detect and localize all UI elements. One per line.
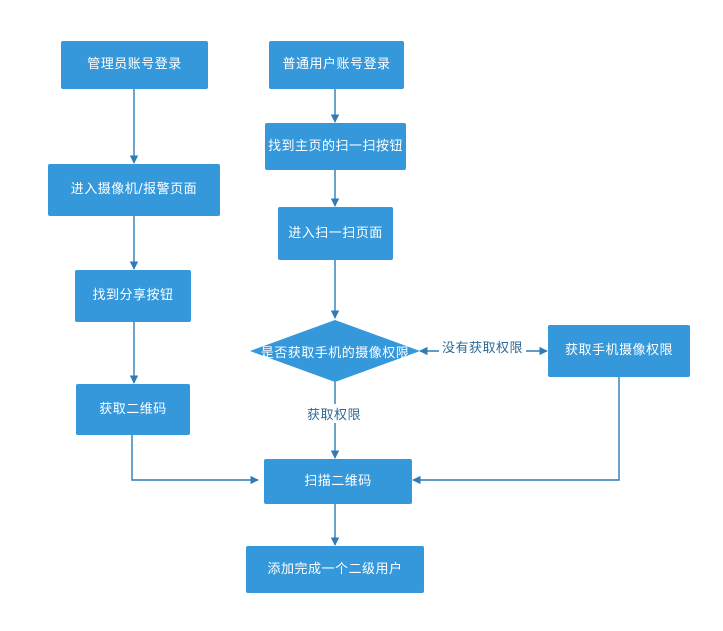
node-admin-login[interactable]: 管理员账号登录 [61, 41, 208, 89]
node-scan-qr-code-label: 扫描二维码 [304, 473, 372, 489]
node-get-qr-code-label: 获取二维码 [99, 401, 167, 417]
node-find-share-button-label: 找到分享按钮 [92, 288, 174, 304]
node-camera-alarm-page-label: 进入摄像机/报警页面 [70, 182, 198, 198]
node-grant-permission[interactable]: 获取手机摄像权限 [548, 325, 690, 377]
node-scan-qr-code[interactable]: 扫描二维码 [264, 459, 412, 504]
node-find-share-button[interactable]: 找到分享按钮 [75, 270, 191, 322]
edge-label-has-permission: 获取权限 [304, 404, 365, 423]
edge-get-qr-to-scan-qr [131, 435, 259, 485]
node-grant-permission-label: 获取手机摄像权限 [564, 343, 673, 359]
node-camera-permission-label: 是否获取手机的摄像权限 [260, 345, 410, 361]
node-admin-login-label: 管理员账号登录 [87, 57, 182, 73]
node-camera-alarm-page[interactable]: 进入摄像机/报警页面 [48, 164, 220, 216]
edge-grant-to-scan-qr [412, 377, 620, 485]
node-add-sub-user-label: 添加完成一个二级用户 [267, 561, 403, 577]
node-find-scan-button[interactable]: 找到主页的扫一扫按钮 [265, 123, 406, 170]
node-enter-scan-page-label: 进入扫一扫页面 [288, 225, 383, 241]
node-user-login-label: 普通用户账号登录 [282, 57, 391, 73]
node-enter-scan-page[interactable]: 进入扫一扫页面 [278, 207, 393, 260]
node-find-scan-button-label: 找到主页的扫一扫按钮 [267, 138, 403, 154]
node-camera-permission[interactable]: 是否获取手机的摄像权限 [250, 320, 420, 382]
node-user-login[interactable]: 普通用户账号登录 [269, 41, 404, 89]
edge-label-no-permission: 没有获取权限 [439, 337, 527, 356]
node-add-sub-user[interactable]: 添加完成一个二级用户 [246, 546, 424, 593]
node-get-qr-code[interactable]: 获取二维码 [76, 384, 190, 435]
